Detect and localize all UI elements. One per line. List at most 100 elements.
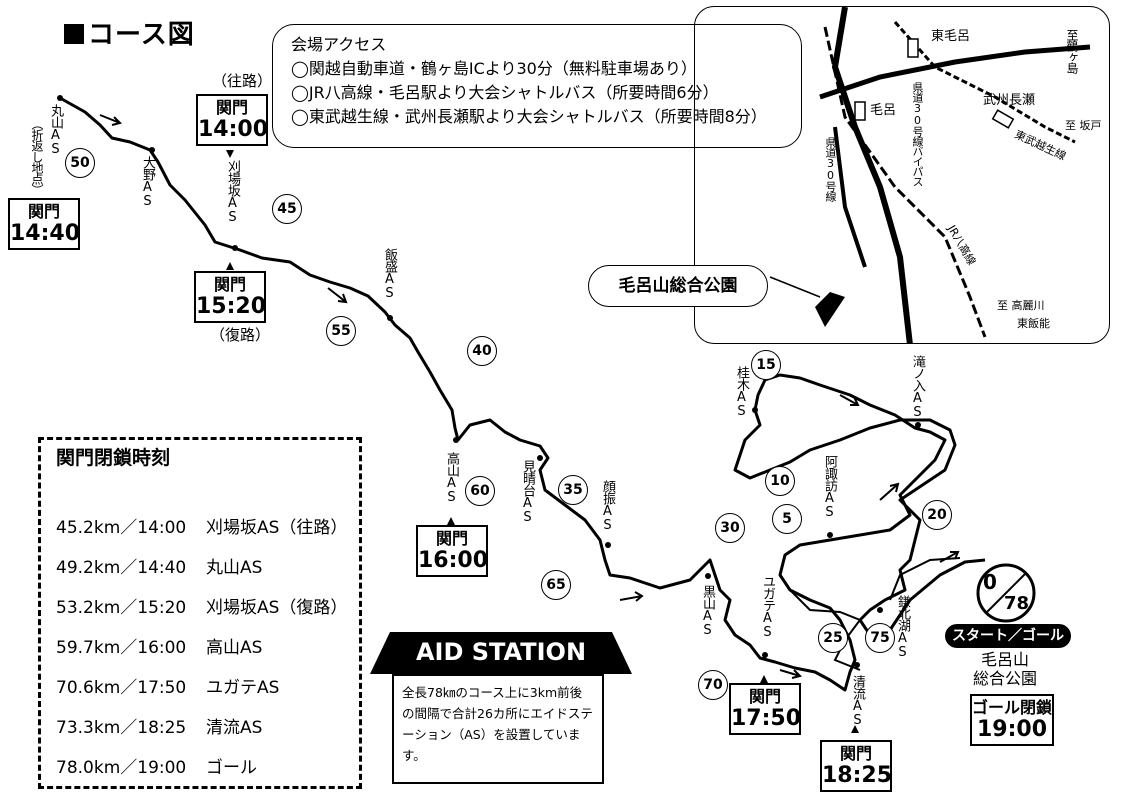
gate-label: 関門: [839, 744, 872, 763]
inset-roads: [769, 7, 1091, 343]
km-marker: 15: [751, 350, 781, 380]
direction-arrow: [327, 287, 348, 304]
access-line: ◯JR八高線・毛呂駅より大会シャトルバス（所要時間6分）: [291, 83, 719, 102]
as-kariba: 刈場坂AS: [225, 160, 240, 224]
gate-label: 関門: [435, 529, 468, 548]
gate-pointers: [226, 150, 859, 733]
km-marker: 55: [326, 316, 356, 346]
label-to-sakado: 至 坂戸: [1065, 119, 1102, 132]
as-kamakita: 鎌北湖AS: [895, 595, 910, 659]
label-higashi-hanno: 東飯能: [1017, 317, 1050, 330]
start-venue: 毛呂山 総合公園: [950, 650, 1060, 688]
gate-closure-panel: [38, 437, 362, 789]
gate-seiryu: 関門 18:25: [820, 740, 892, 792]
km-marker: 35: [558, 475, 588, 505]
km-marker: 30: [715, 513, 745, 543]
gate-time: 17:50: [731, 706, 802, 731]
label-moro: 毛呂: [870, 103, 897, 118]
label-higashi-moro: 東毛呂: [931, 29, 971, 44]
km-marker: 50: [65, 148, 95, 178]
km-marker: 75: [865, 623, 895, 653]
as-miharashi: 見晴台AS: [520, 460, 535, 524]
label-pref-road-30: 県道30号線: [824, 137, 837, 201]
gate-yugate: 関門 17:50: [729, 683, 801, 735]
direction-arrow: [839, 394, 860, 406]
gate-label: 関門: [213, 275, 246, 294]
label-bushu-nagase: 武州長瀬: [983, 93, 1036, 108]
venue-line: 総合公園: [972, 669, 1037, 688]
closure-title: 関門閉鎖時刻: [50, 443, 177, 470]
start-goal-badge: スタート／ゴール: [945, 624, 1071, 648]
as-akasuwa: 阿諏訪AS: [822, 455, 837, 519]
as-ono: 大野AS: [140, 156, 155, 208]
aid-station-text: 全長78㎞のコース上に3km前後の間隔で合計26カ所にエイドステーション（AS）…: [392, 674, 604, 784]
park-label: 毛呂山総合公園: [588, 265, 768, 307]
as-yugate: ユガテAS: [760, 575, 775, 639]
access-line: ◯関越自動車道・鶴ヶ島ICより30分（無料駐車場あり）: [291, 59, 697, 78]
gate-kariba-return: 関門 15:20: [194, 271, 266, 323]
course-loop: [789, 589, 862, 671]
direction-arrow: [779, 669, 802, 679]
access-inset-map: 東毛呂 至鶴ヶ島 武州長瀬 至 坂戸 東武越生線 毛呂 県道30号線 県道30号…: [694, 6, 1110, 344]
as-iimori: 飯盛AS: [382, 248, 397, 300]
gate-kariba-outbound: 関門 14:00: [196, 94, 268, 146]
gate-return-note: （復路）: [210, 326, 271, 344]
access-heading: 会場アクセス: [291, 35, 387, 54]
gate-time: 19:00: [976, 717, 1048, 742]
km-marker: 10: [765, 466, 795, 496]
km-marker: 40: [467, 336, 497, 366]
as-kaoburi: 顔振AS: [600, 480, 615, 532]
gate-label: ゴール閉鎖: [972, 698, 1053, 717]
as-takayama: 高山AS: [444, 452, 459, 504]
aid-station-heading: AID STATION: [415, 638, 587, 666]
as-seiryu: 清流AS: [850, 675, 865, 727]
gate-time: 16:00: [418, 548, 489, 573]
start-km: 0: [983, 570, 997, 594]
square-bullet-icon: [64, 24, 84, 44]
gate-takayama: 関門 16:00: [416, 525, 488, 577]
page-title-text: コース図: [88, 20, 195, 50]
aid-station-dots: [57, 95, 921, 668]
km-marker: 65: [541, 570, 571, 600]
label-to-komagawa: 至 高麗川: [997, 299, 1045, 312]
km-marker: 5: [772, 504, 802, 534]
gate-time: 15:20: [196, 294, 267, 319]
as-maruyama-note: （折返し地点）: [30, 118, 44, 195]
page-title: コース図: [64, 14, 195, 51]
gate-time: 18:25: [822, 763, 893, 788]
venue-access-box: 会場アクセス ◯関越自動車道・鶴ヶ島ICより30分（無料駐車場あり） ◯JR八高…: [272, 24, 802, 148]
gate-time: 14:40: [10, 221, 81, 246]
gate-label: 関門: [27, 202, 60, 221]
km-marker: 45: [272, 194, 302, 224]
gate-maruyama: 関門 14:40: [8, 198, 80, 250]
gate-label: 関門: [215, 98, 248, 117]
as-maruyama: 丸山AS: [48, 104, 63, 156]
km-marker: 70: [698, 670, 728, 700]
km-marker: 60: [465, 476, 495, 506]
direction-arrow: [879, 482, 900, 501]
goal-km: 78: [1004, 593, 1030, 614]
direction-arrow: [99, 114, 122, 126]
gate-goal: ゴール閉鎖 19:00: [970, 694, 1054, 746]
gate-time: 14:00: [198, 117, 269, 142]
start-goal-icon: [976, 563, 1036, 623]
as-kuroyama: 黒山AS: [700, 585, 715, 637]
direction-arrow: [619, 591, 644, 602]
direction-arrow: [939, 551, 960, 563]
as-katsuragi: 桂木AS: [734, 366, 749, 418]
km-marker: 25: [818, 623, 848, 653]
label-pref-road-30-bypass: 県道30号線バイパス: [911, 82, 924, 186]
gate-label: 関門: [748, 687, 781, 706]
venue-line: 毛呂山: [980, 650, 1029, 669]
gate-outbound-note: （往路）: [212, 72, 273, 90]
label-to-tsurugashima: 至鶴ヶ島: [1065, 29, 1079, 73]
access-line: ◯東武越生線・武州長瀬駅より大会シャトルバス（所要時間8分）: [291, 107, 767, 126]
